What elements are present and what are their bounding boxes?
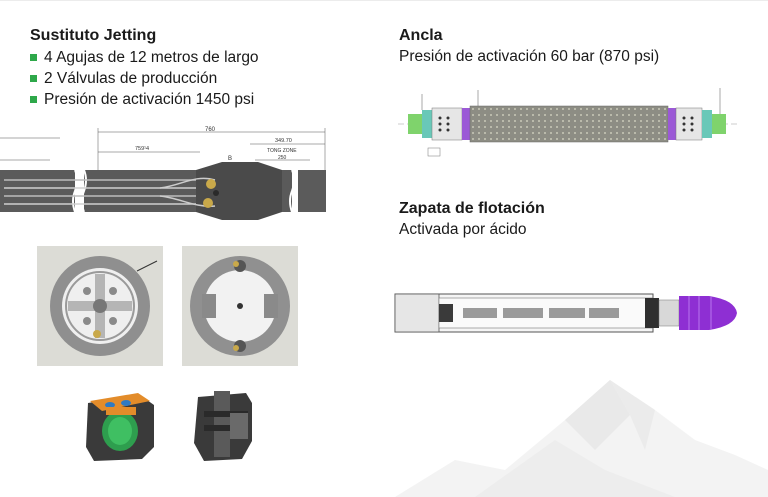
- float-shoe-drawing: [394, 293, 737, 333]
- slide-top-border: [0, 0, 768, 1]
- bullet-needles: 4 Agujas de 12 metros de largo: [28, 47, 259, 68]
- jetting-cross-section-1: [37, 246, 163, 366]
- bullet-valves: 2 Válvulas de producción: [28, 68, 259, 89]
- section-marker: B: [228, 156, 232, 162]
- bullet-activation: Presión de activación 1450 psi: [28, 89, 259, 110]
- jetting-sub-drawing: 760 759¹4 349.70 TONG ZONE 250 B: [0, 127, 326, 220]
- production-valve-model: [86, 393, 154, 461]
- jetting-cross-section-2: [182, 246, 298, 366]
- jetting-sub-title: Sustituto Jetting: [30, 27, 157, 44]
- mountain-watermark: [395, 380, 768, 497]
- float-shoe-title: Zapata de flotación: [399, 200, 545, 217]
- valve-housing-model: [194, 391, 252, 461]
- anchor-title: Ancla: [399, 27, 443, 44]
- dim-right-label: 349.70: [275, 138, 292, 144]
- jetting-bullet-list: 4 Agujas de 12 metros de largo 2 Válvula…: [28, 47, 259, 110]
- dim-left-label: 759¹4: [135, 146, 149, 152]
- tong-zone-label: TONG ZONE: [267, 148, 297, 154]
- dim-total-label: 760: [205, 127, 216, 133]
- anchor-drawing: [398, 88, 738, 157]
- dim-sub-label: 250: [278, 155, 287, 161]
- float-shoe-subtitle: Activada por ácido: [399, 221, 527, 238]
- anchor-subtitle: Presión de activación 60 bar (870 psi): [399, 48, 660, 65]
